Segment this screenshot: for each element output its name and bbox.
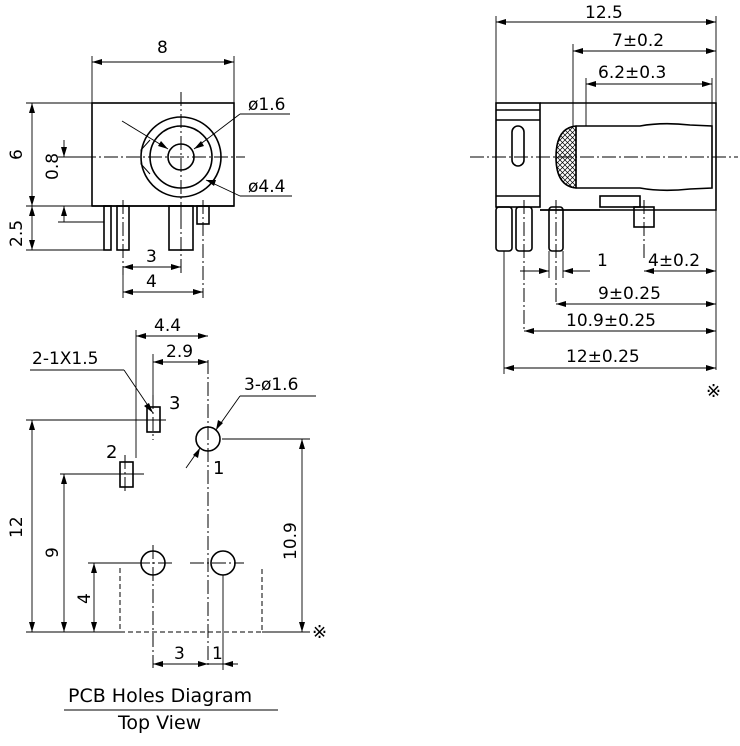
side-reference-mark: ※ xyxy=(706,381,721,402)
pcb-dim-4: 4 xyxy=(75,593,95,604)
side-pin12-label: 12±0.25 xyxy=(566,347,640,367)
pcb-pin3-label: 3 xyxy=(169,393,180,414)
front-pin-dia-label: ø1.6 xyxy=(248,95,285,115)
pcb-diagram-subtitle: Top View xyxy=(117,712,201,734)
front-body-circle xyxy=(149,125,213,189)
front-pin-circle xyxy=(167,143,195,171)
front-offset-label: 0.8 xyxy=(43,153,63,180)
front-body-dia-label: ø4.4 xyxy=(248,177,285,197)
pcb-body-hidden-outline xyxy=(119,568,263,633)
front-pin-left xyxy=(103,205,112,251)
pcb-hole-label: 3-ø1.6 xyxy=(244,375,298,395)
pcb-dim-109: 10.9 xyxy=(281,522,301,560)
front-view: ø1.6 ø4.4 8 6 0.8 2. xyxy=(7,38,292,298)
pcb-diagram-title: PCB Holes Diagram xyxy=(68,685,252,707)
side-pin-1 xyxy=(495,206,513,252)
front-height-label: 6 xyxy=(7,149,27,160)
pcb-reference-mark: ※ xyxy=(312,622,327,643)
pcb-dim-29: 2.9 xyxy=(166,342,193,362)
pcb-dim-12: 12 xyxy=(7,516,27,538)
front-pin-a-label: 3 xyxy=(146,247,157,267)
pcb-dim-1: 1 xyxy=(212,644,223,664)
front-width-label: 8 xyxy=(157,38,168,58)
pcb-dim-3: 3 xyxy=(174,644,185,664)
pcb-slot-label: 2-1X1.5 xyxy=(32,349,98,369)
pcb-hole-1 xyxy=(195,426,221,452)
side-pin9-label: 9±0.25 xyxy=(598,284,661,304)
pcb-hole-bottom-left xyxy=(140,550,166,576)
side-view: 12.5 7±0.2 6.2±0.3 1 4±0.2 9±0.25 xyxy=(470,3,738,402)
side-internal-slot xyxy=(511,125,525,167)
pcb-dim-9: 9 xyxy=(43,547,63,558)
pcb-pin2-label: 2 xyxy=(106,442,117,463)
side-body-outline xyxy=(495,102,541,208)
front-pin-len-label: 2.5 xyxy=(7,220,27,247)
side-total-label: 12.5 xyxy=(585,3,623,23)
pcb-dim-44: 4.4 xyxy=(154,316,181,336)
side-length-a-label: 7±0.2 xyxy=(612,31,664,51)
pcb-holes-diagram: 3 2 1 2-1X1.5 3-ø1.6 4.4 2.9 12 xyxy=(7,316,327,734)
pcb-pin1-label: 1 xyxy=(213,458,224,479)
side-pin4-label: 4±0.2 xyxy=(648,251,700,271)
side-pin1-label: 1 xyxy=(597,251,608,271)
front-pin-b-label: 4 xyxy=(146,272,157,292)
side-pin109-label: 10.9±0.25 xyxy=(566,311,656,331)
side-length-b-label: 6.2±0.3 xyxy=(598,63,666,83)
